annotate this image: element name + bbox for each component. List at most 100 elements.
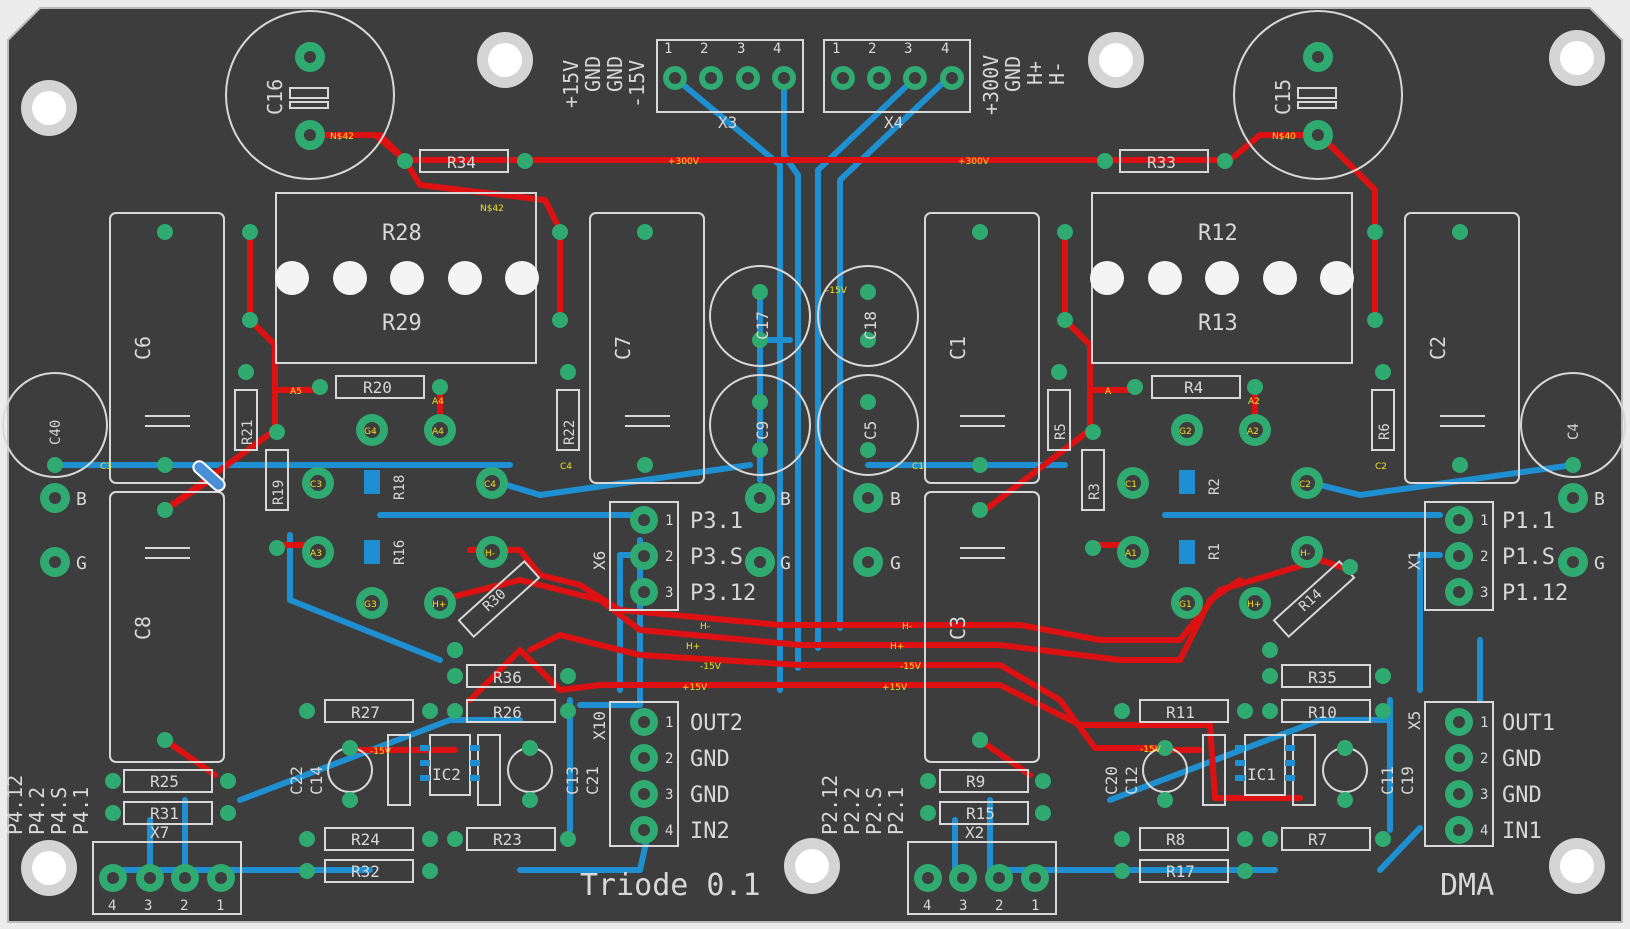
x3-pin-4: 4 xyxy=(773,41,781,57)
net-labels: N$42 N$42 N$40 +300V +300V +15V +15V -15… xyxy=(100,132,1387,757)
r28-designator: R28 xyxy=(382,221,422,246)
x7-pin-2: 3 xyxy=(144,898,152,914)
svg-text:G4: G4 xyxy=(364,427,377,437)
svg-text:G1: G1 xyxy=(1179,600,1192,610)
r32-designator: R32 xyxy=(351,862,380,881)
x10-pin-3: 3 xyxy=(665,787,673,803)
x4-label-3: H+ xyxy=(1023,61,1047,85)
svg-text:A1: A1 xyxy=(1125,549,1137,559)
svg-text:N$42: N$42 xyxy=(480,204,504,214)
svg-text:N$40: N$40 xyxy=(1272,132,1296,142)
c13-designator: C13 xyxy=(563,766,582,795)
r2-designator: R2 xyxy=(1207,478,1223,495)
svg-text:H-: H- xyxy=(700,622,710,632)
x5-label-3: GND xyxy=(1502,783,1542,808)
c9-designator: C9 xyxy=(753,421,772,440)
x7-pin-1: 4 xyxy=(108,898,116,914)
r3-designator: R3 xyxy=(1087,483,1103,500)
x7-label-2: P4.2 xyxy=(25,787,49,835)
x6-label-3: P3.12 xyxy=(690,581,756,606)
x1-pin-2: 2 xyxy=(1480,549,1488,565)
svg-text:A4: A4 xyxy=(432,397,444,407)
svg-text:C2: C2 xyxy=(1375,462,1387,472)
svg-text:C4: C4 xyxy=(560,462,572,472)
svg-text:A4: A4 xyxy=(432,427,444,437)
x3-label-3: GND xyxy=(603,56,627,92)
c12-designator: C12 xyxy=(1122,766,1141,795)
r10-designator: R10 xyxy=(1308,703,1337,722)
x2-label-3: P2.S xyxy=(862,787,886,835)
x4-pin-4: 4 xyxy=(941,41,949,57)
r23-designator: R23 xyxy=(493,830,522,849)
c4-designator: C4 xyxy=(1566,423,1582,440)
c6-designator: C6 xyxy=(131,336,155,360)
x7-label-4: P4.1 xyxy=(69,787,93,835)
svg-text:-15V: -15V xyxy=(1140,745,1162,755)
x10-pin-1: 1 xyxy=(665,715,673,731)
x4-pin-3: 3 xyxy=(904,41,912,57)
pad-label-b: B xyxy=(780,489,791,510)
svg-text:H+: H+ xyxy=(432,600,446,610)
x2-pin-4: 1 xyxy=(1031,898,1039,914)
x6-pin-2: 2 xyxy=(665,549,673,565)
r19-designator: R19 xyxy=(271,480,287,505)
r26-designator: R26 xyxy=(493,703,522,722)
c17-designator: C17 xyxy=(753,311,772,340)
x3-pin-2: 2 xyxy=(700,41,708,57)
r21-designator: R21 xyxy=(240,420,256,445)
pad-label-b: B xyxy=(1594,489,1605,510)
r29-designator: R29 xyxy=(382,311,422,336)
x5-label-1: OUT1 xyxy=(1502,711,1555,736)
x10-label-2: GND xyxy=(690,747,730,772)
r27-designator: R27 xyxy=(351,703,380,722)
r16-designator: R16 xyxy=(392,540,408,565)
ic1-designator: IC1 xyxy=(1247,765,1276,784)
c15-designator: C15 xyxy=(1271,79,1295,115)
x10-pin-2: 2 xyxy=(665,751,673,767)
r6-designator: R6 xyxy=(1377,423,1393,440)
r34-designator: R34 xyxy=(447,153,476,172)
svg-text:C3: C3 xyxy=(310,480,322,490)
x2-pin-2: 3 xyxy=(959,898,967,914)
x3-designator: X3 xyxy=(718,113,737,132)
x1-designator: X1 xyxy=(1405,551,1424,570)
x2-label-1: P2.12 xyxy=(818,775,842,835)
r35-designator: R35 xyxy=(1308,668,1337,687)
svg-text:+300V: +300V xyxy=(668,157,700,167)
svg-text:-15V: -15V xyxy=(900,662,922,672)
x1-pin-1: 1 xyxy=(1480,513,1488,529)
r11-designator: R11 xyxy=(1166,703,1195,722)
r31-designator: R31 xyxy=(150,804,179,823)
c14-designator: C14 xyxy=(307,766,326,795)
x3-pin-1: 1 xyxy=(664,41,672,57)
ic2-designator: IC2 xyxy=(432,765,461,784)
x10-designator: X10 xyxy=(590,711,609,740)
x5-pin-4: 4 xyxy=(1480,823,1488,839)
r1-designator: R1 xyxy=(1207,543,1223,560)
c16-designator: C16 xyxy=(263,79,287,115)
svg-text:-15V: -15V xyxy=(700,662,722,672)
board-title: Triode 0.1 xyxy=(580,868,761,903)
r7-designator: R7 xyxy=(1308,830,1327,849)
board-author: DMA xyxy=(1440,868,1494,903)
svg-text:H-: H- xyxy=(1300,549,1310,559)
svg-text:-15V: -15V xyxy=(826,286,848,296)
svg-text:A2: A2 xyxy=(1247,427,1259,437)
svg-text:C2: C2 xyxy=(1299,480,1311,490)
x5-pin-2: 2 xyxy=(1480,751,1488,767)
tube-socket-left: G4 A4 C3 A3 G3 H- H+ C4 xyxy=(310,427,496,610)
x1-label-1: P1.1 xyxy=(1502,509,1555,534)
x3-label-2: GND xyxy=(581,56,605,92)
x6-designator: X6 xyxy=(590,551,609,570)
x5-designator: X5 xyxy=(1405,711,1424,730)
x5-pin-3: 3 xyxy=(1480,787,1488,803)
x10-pin-4: 4 xyxy=(665,823,673,839)
x5-label-2: GND xyxy=(1502,747,1542,772)
svg-text:A2: A2 xyxy=(1248,397,1260,407)
x4-designator: X4 xyxy=(884,113,903,132)
x4-pin-1: 1 xyxy=(832,41,840,57)
r25-designator: R25 xyxy=(150,772,179,791)
r15-designator: R15 xyxy=(966,804,995,823)
x5-pin-1: 1 xyxy=(1480,715,1488,731)
